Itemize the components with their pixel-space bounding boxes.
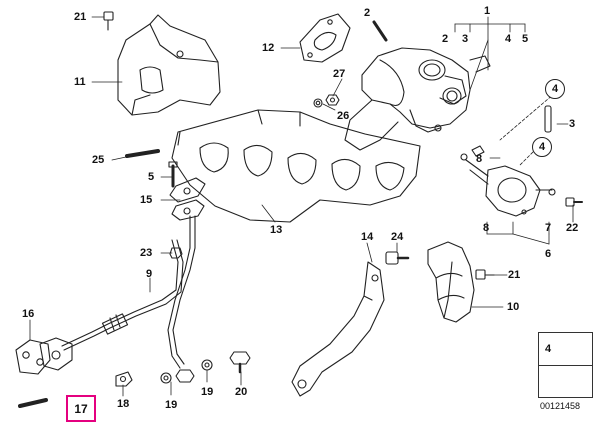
callout-9: 9 (146, 268, 153, 280)
union-23 (169, 247, 183, 259)
callout-18: 18 (117, 398, 130, 410)
heat-shield-10 (427, 241, 475, 323)
flange-16 (15, 337, 73, 375)
highlighted-callout-17[interactable]: 17 (66, 395, 96, 422)
stud-17 (18, 398, 48, 408)
callout-11: 11 (74, 76, 86, 88)
callout-2: 2 (442, 33, 449, 45)
callout-6: 6 (545, 248, 552, 260)
callout-26: 26 (337, 110, 350, 122)
callout-25: 25 (92, 154, 105, 166)
washer-26 (313, 98, 323, 108)
circled-callout-4-lower: 4 (532, 137, 552, 157)
callout-8-clip: 8 (476, 153, 483, 165)
leader-lines (29, 16, 574, 397)
callout-15: 15 (140, 194, 153, 206)
callout-1: 1 (484, 5, 491, 17)
callout-22: 22 (566, 222, 579, 234)
washer-19-left (160, 372, 172, 384)
stud-25 (125, 149, 160, 158)
union-nut-19 (175, 369, 195, 383)
callout-2-stud: 2 (364, 7, 371, 19)
callout-8: 8 (483, 222, 490, 234)
washer-7 (548, 188, 556, 196)
callout-12: 12 (262, 42, 275, 54)
reference-legend-box: 4 (538, 332, 593, 398)
nut-27 (325, 94, 340, 106)
callout-3: 3 (569, 118, 576, 130)
bolt-21-right (475, 269, 495, 280)
clip-8 (471, 145, 485, 157)
bolt-22 (565, 197, 583, 207)
callout-4-top: 4 (505, 33, 512, 45)
callout-14: 14 (361, 231, 374, 243)
callout-21-right: 21 (508, 269, 521, 281)
bolt-21-top (103, 11, 114, 31)
callout-24: 24 (391, 231, 404, 243)
bolt-24 (385, 251, 410, 265)
gasket-15 (169, 177, 206, 221)
callout-16: 16 (22, 308, 35, 320)
callout-10: 10 (507, 301, 520, 313)
callout-13: 13 (270, 224, 283, 236)
gasket-12 (299, 13, 351, 63)
drawing-code: 00121458 (540, 401, 581, 411)
heat-shield-11 (117, 14, 221, 116)
washer-19-right (201, 359, 213, 371)
callout-27: 27 (333, 68, 346, 80)
circled-callout-4-upper: 4 (545, 79, 565, 99)
bolt-20 (229, 351, 251, 374)
callout-21-top: 21 (74, 11, 87, 23)
callout-5: 5 (148, 171, 155, 183)
oil-line-9 (61, 215, 196, 369)
callout-20: 20 (235, 386, 248, 398)
legend-row-clamp: 4 (539, 333, 592, 366)
bracket-14 (291, 261, 385, 397)
manifold-gasket-13 (171, 109, 421, 223)
callout-19-right: 19 (201, 386, 214, 398)
callout-7: 7 (545, 222, 552, 234)
callout-23: 23 (140, 247, 153, 259)
nut-18 (115, 371, 133, 387)
callout-5-top: 5 (522, 33, 529, 45)
legend-part-number: 4 (545, 343, 552, 355)
legend-row-arrow (539, 366, 592, 397)
wastegate-actuator-6 (460, 153, 553, 217)
turbocharger-1 (344, 47, 491, 151)
dowel-3 (544, 105, 552, 133)
stud-2 (372, 20, 388, 42)
callout-19-bottom: 19 (165, 399, 178, 411)
callout-3-top: 3 (462, 33, 469, 45)
bolt-5 (168, 161, 178, 188)
